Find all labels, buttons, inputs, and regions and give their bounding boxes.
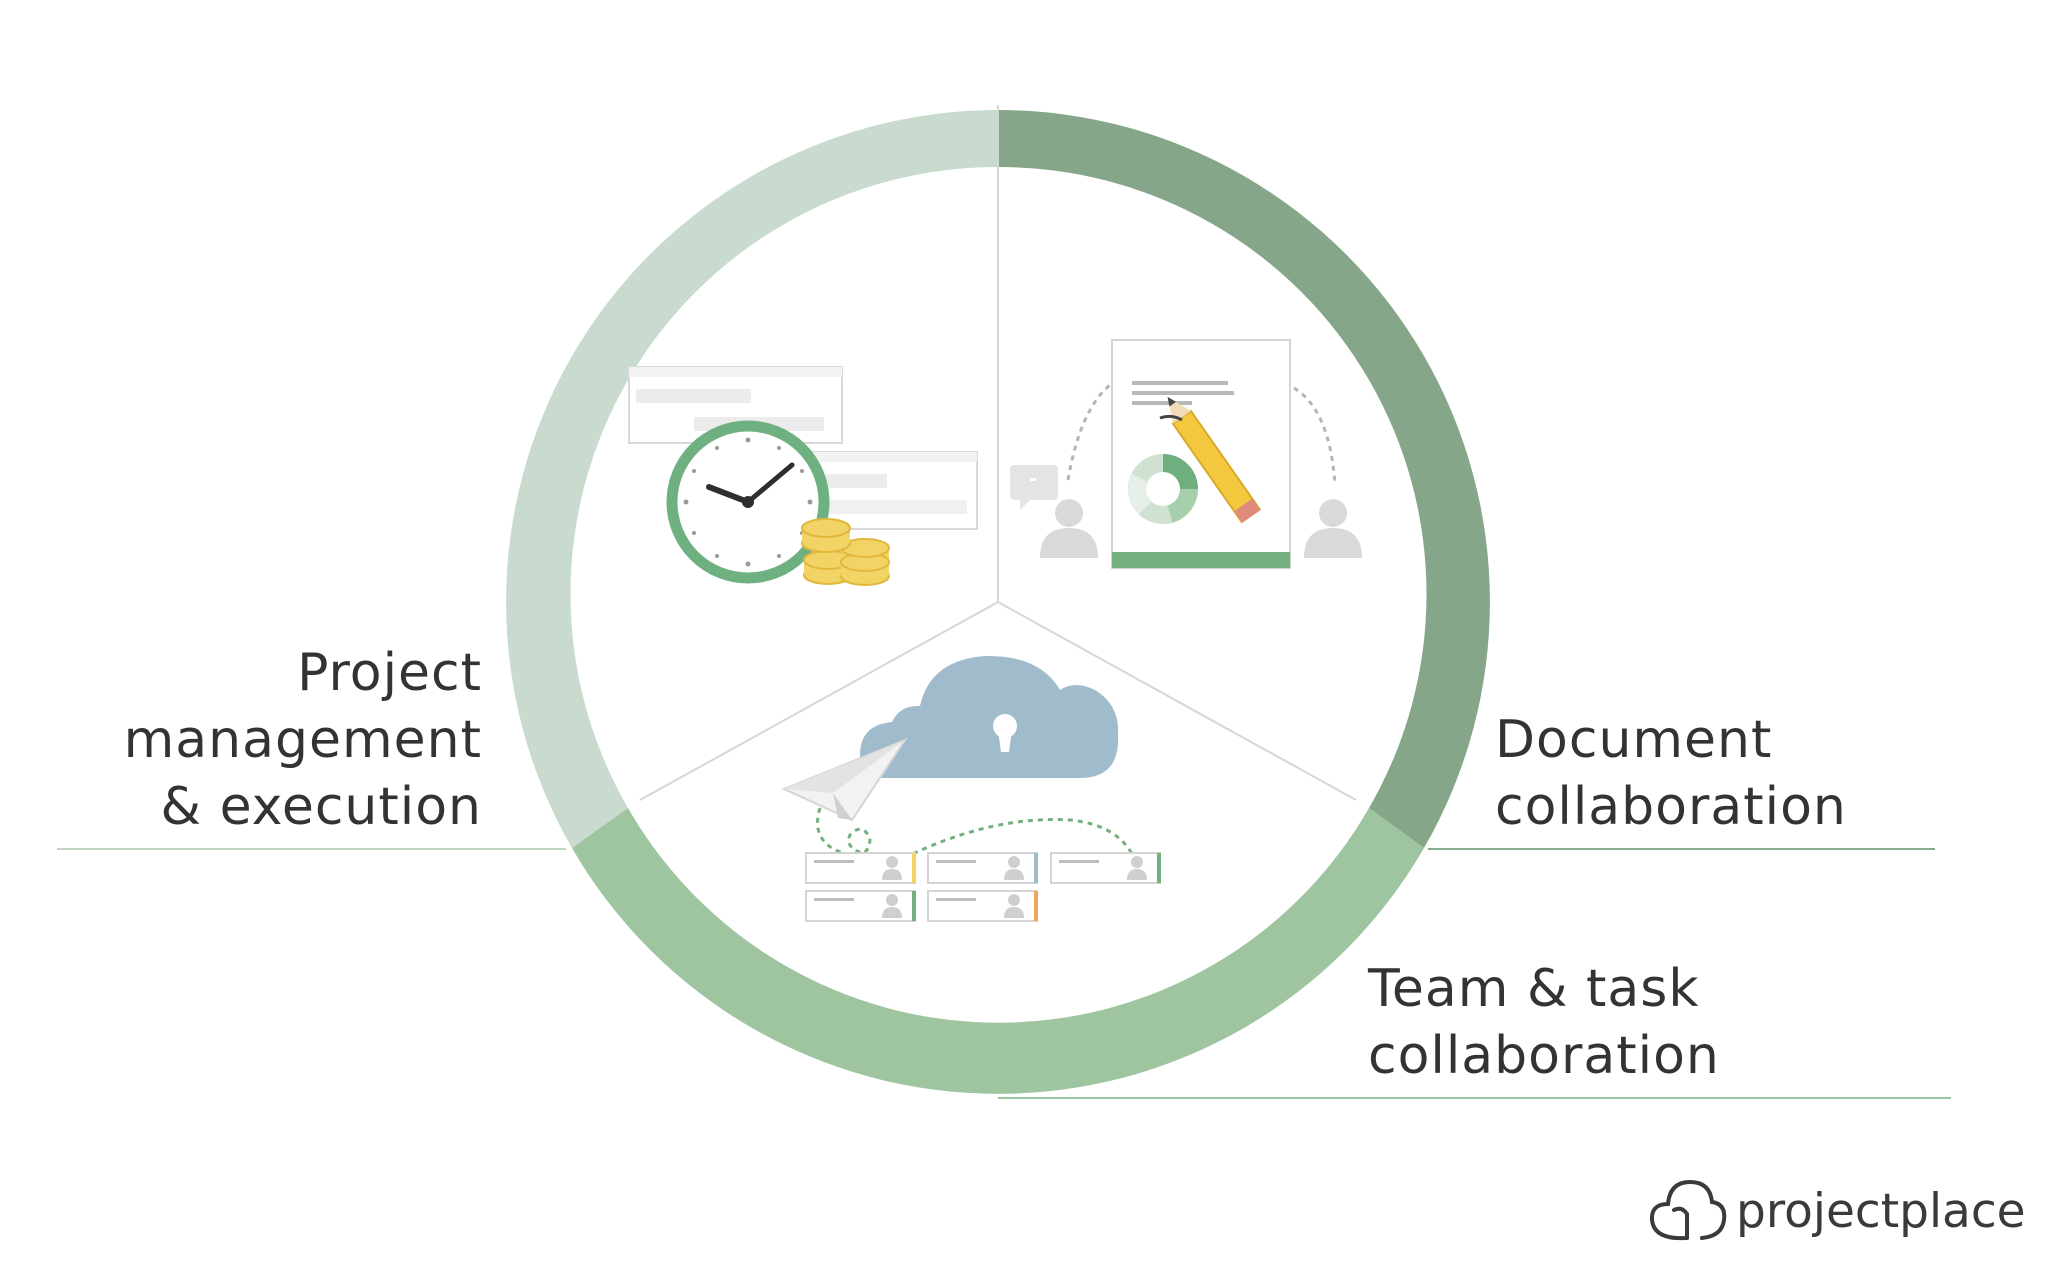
label-project-management: Project management & execution [124, 640, 482, 841]
underline-team-task-collaboration [998, 1097, 1951, 1099]
label-line: Project [297, 643, 482, 703]
underline-project-management [57, 848, 566, 850]
label-team-task-collaboration: Team & task collaboration [1368, 956, 1720, 1090]
label-line: collaboration [1495, 777, 1847, 837]
divider-line-left [639, 601, 999, 801]
label-line: Team & task [1368, 959, 1700, 1019]
cloud-lock-and-paper-plane-icon [781, 655, 1161, 922]
label-line: & execution [160, 777, 482, 837]
ring-segment-project [506, 110, 998, 848]
projectplace-cloud-logo-icon [1649, 1179, 1727, 1241]
task-card [927, 890, 1038, 922]
divider-line-right [997, 601, 1357, 801]
task-card [927, 852, 1038, 884]
underline-document-collaboration [1428, 848, 1935, 850]
brand-name: projectplace [1736, 1183, 2026, 1239]
projectplace-logo: projectplace [1646, 1176, 2026, 1246]
label-line: collaboration [1368, 1026, 1720, 1086]
label-document-collaboration: Document collaboration [1495, 707, 1847, 841]
label-line: Document [1495, 710, 1773, 770]
clock-and-coins-icon [628, 366, 978, 586]
ring-segment-document [998, 110, 1490, 848]
task-card [1050, 852, 1161, 884]
ring-segment-team [572, 808, 1424, 1094]
document-and-pencil-icon [1010, 339, 1362, 569]
task-card [805, 852, 916, 884]
task-card [805, 890, 916, 922]
label-line: management [123, 710, 482, 770]
